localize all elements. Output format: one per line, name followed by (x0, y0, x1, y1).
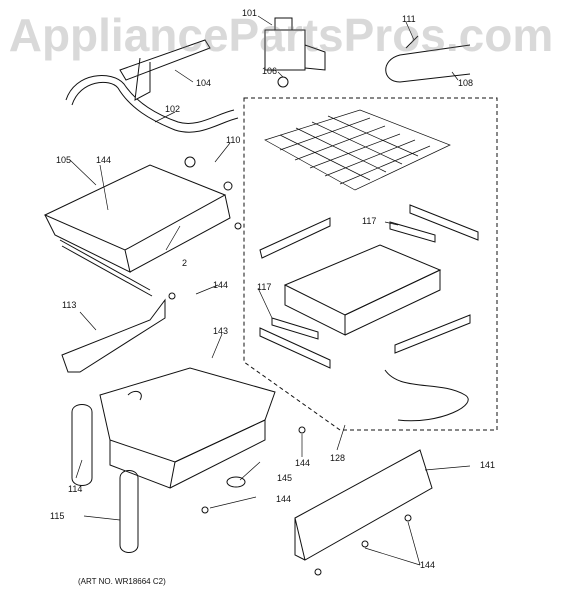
art-number: (ART NO. WR18664 C2) (78, 577, 166, 586)
callout-143: 143 (213, 326, 229, 336)
callout-110: 110 (226, 135, 241, 145)
wire-harness (384, 369, 469, 422)
part-105-detail (44, 194, 231, 297)
callout-104: 104 (196, 78, 212, 88)
callout-144-d: 144 (276, 494, 292, 504)
callout-2: 2 (182, 258, 188, 268)
part-128-kit-outline (243, 97, 498, 431)
callout-102: 102 (165, 104, 181, 114)
callout-144-e: 144 (420, 560, 436, 570)
part-bracket-lower-left (259, 327, 331, 369)
part-108-hose (385, 35, 471, 83)
heater-grid (264, 109, 451, 191)
part-bracket-right (409, 204, 479, 241)
watermark: AppliancePartsPros.com (8, 9, 554, 61)
callout-117-b: 117 (257, 282, 272, 292)
callout-144-c: 144 (295, 458, 311, 468)
callout-141: 141 (480, 460, 496, 470)
callout-108: 108 (458, 78, 474, 88)
part-102-tube (65, 75, 239, 133)
callout-117-a: 117 (362, 216, 377, 226)
callout-128: 128 (330, 453, 346, 463)
part-inner-tray (283, 244, 442, 316)
callout-106: 106 (262, 66, 278, 76)
part-105-tray (43, 164, 227, 251)
part-106-fitting (277, 76, 289, 88)
part-101-detail (274, 17, 326, 71)
part-143-detail (109, 390, 266, 489)
part-114-tube (71, 404, 93, 486)
callout-113: 113 (62, 300, 77, 310)
part-bracket-left (259, 217, 331, 259)
callout-101: 101 (242, 8, 258, 18)
part-inner-tray-detail (284, 269, 441, 336)
part-117-bar-a (389, 221, 436, 243)
callout-144-a: 144 (96, 155, 112, 165)
part-115-tube (119, 470, 139, 553)
part-110-knob-b (223, 181, 233, 191)
part-141-detail (294, 518, 306, 561)
part-bracket-lower-right (394, 314, 471, 354)
part-101-valve (264, 29, 306, 71)
callout-115: 115 (50, 511, 65, 521)
part-113-chute (61, 298, 166, 373)
callout-144-b: 144 (213, 280, 229, 290)
callout-145: 145 (277, 473, 293, 483)
screws (168, 222, 412, 576)
leader-lines (69, 15, 471, 566)
callout-114: 114 (68, 484, 83, 494)
part-117-bar-b (271, 317, 319, 340)
callout-105: 105 (56, 155, 72, 165)
part-141-shield (294, 449, 433, 561)
callout-111: 111 (402, 14, 416, 24)
part-145-foot (226, 476, 246, 488)
part-110-knob-a (184, 156, 196, 168)
part-104-bracket (119, 39, 211, 101)
